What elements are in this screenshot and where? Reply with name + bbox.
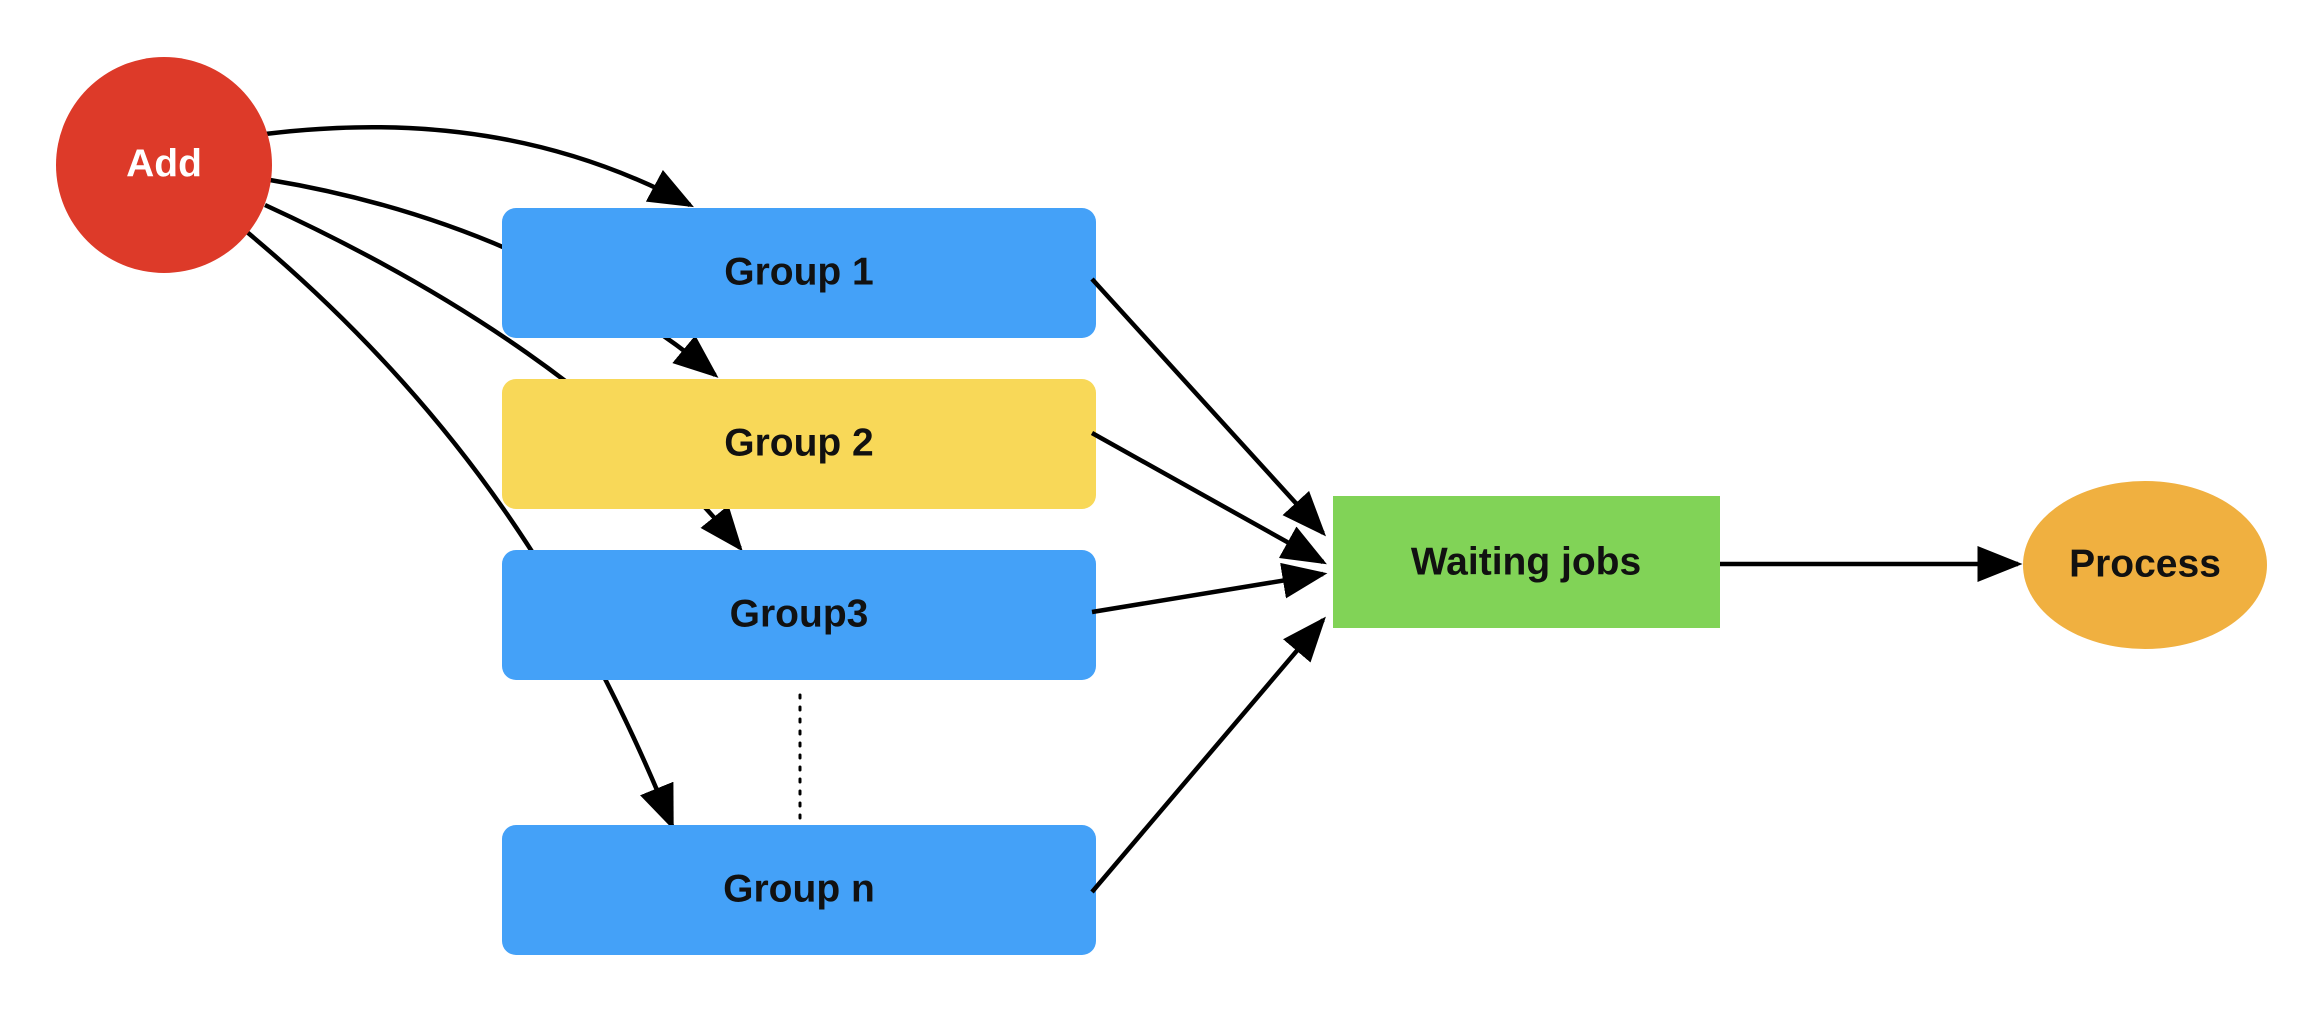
edge-groupn-to-waiting [1090,616,1326,894]
group-1-shape [502,208,1096,338]
waiting-jobs-label: Waiting jobs [1411,540,1641,583]
edge-group2-to-waiting [1090,431,1327,565]
group-2-shape [502,379,1096,509]
edge-group3-to-waiting [1091,562,1328,615]
group-3-box: Group3 [502,550,1096,680]
group-2-label: Group 2 [724,421,874,464]
edge-add-to-groupn [245,230,675,831]
group-n-label: Group n [723,867,875,910]
process-label: Process [2069,542,2221,585]
waiting-jobs-node: Waiting jobs [1333,496,1720,628]
add-label: Add [126,142,202,185]
edge-group1-to-waiting [1090,277,1327,537]
waiting-jobs-shape [1333,496,1720,628]
add-node: Add [56,57,272,273]
edge-add-to-group1 [264,124,694,208]
add-circle [56,57,272,273]
group-n-box: Group n [502,825,1096,955]
group-1-box: Group 1 [502,208,1096,338]
process-ellipse [2023,481,2267,649]
group-3-shape [502,550,1096,680]
group-n-shape [502,825,1096,955]
group-1-label: Group 1 [724,250,874,293]
process-node: Process [2023,481,2267,649]
group-2-box: Group 2 [502,379,1096,509]
edges-to-waiting [1090,277,2023,894]
group-3-label: Group3 [730,592,869,635]
